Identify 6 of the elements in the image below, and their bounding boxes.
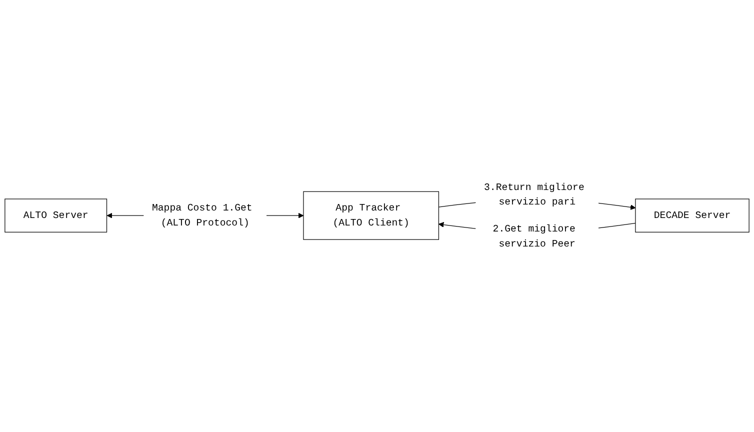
node-box: ALTO Server — [4, 199, 108, 233]
edge-label: 2.Get migliore servizio Peer — [492, 224, 576, 250]
edge-label: 3.Return migliore servizio pari — [484, 182, 584, 208]
edge-label: Mappa Costo 1.Get (ALTO Protocol) — [152, 203, 252, 229]
node-box: App Tracker (ALTO Client) — [303, 192, 440, 240]
node-box: DECADE Server — [635, 199, 750, 233]
